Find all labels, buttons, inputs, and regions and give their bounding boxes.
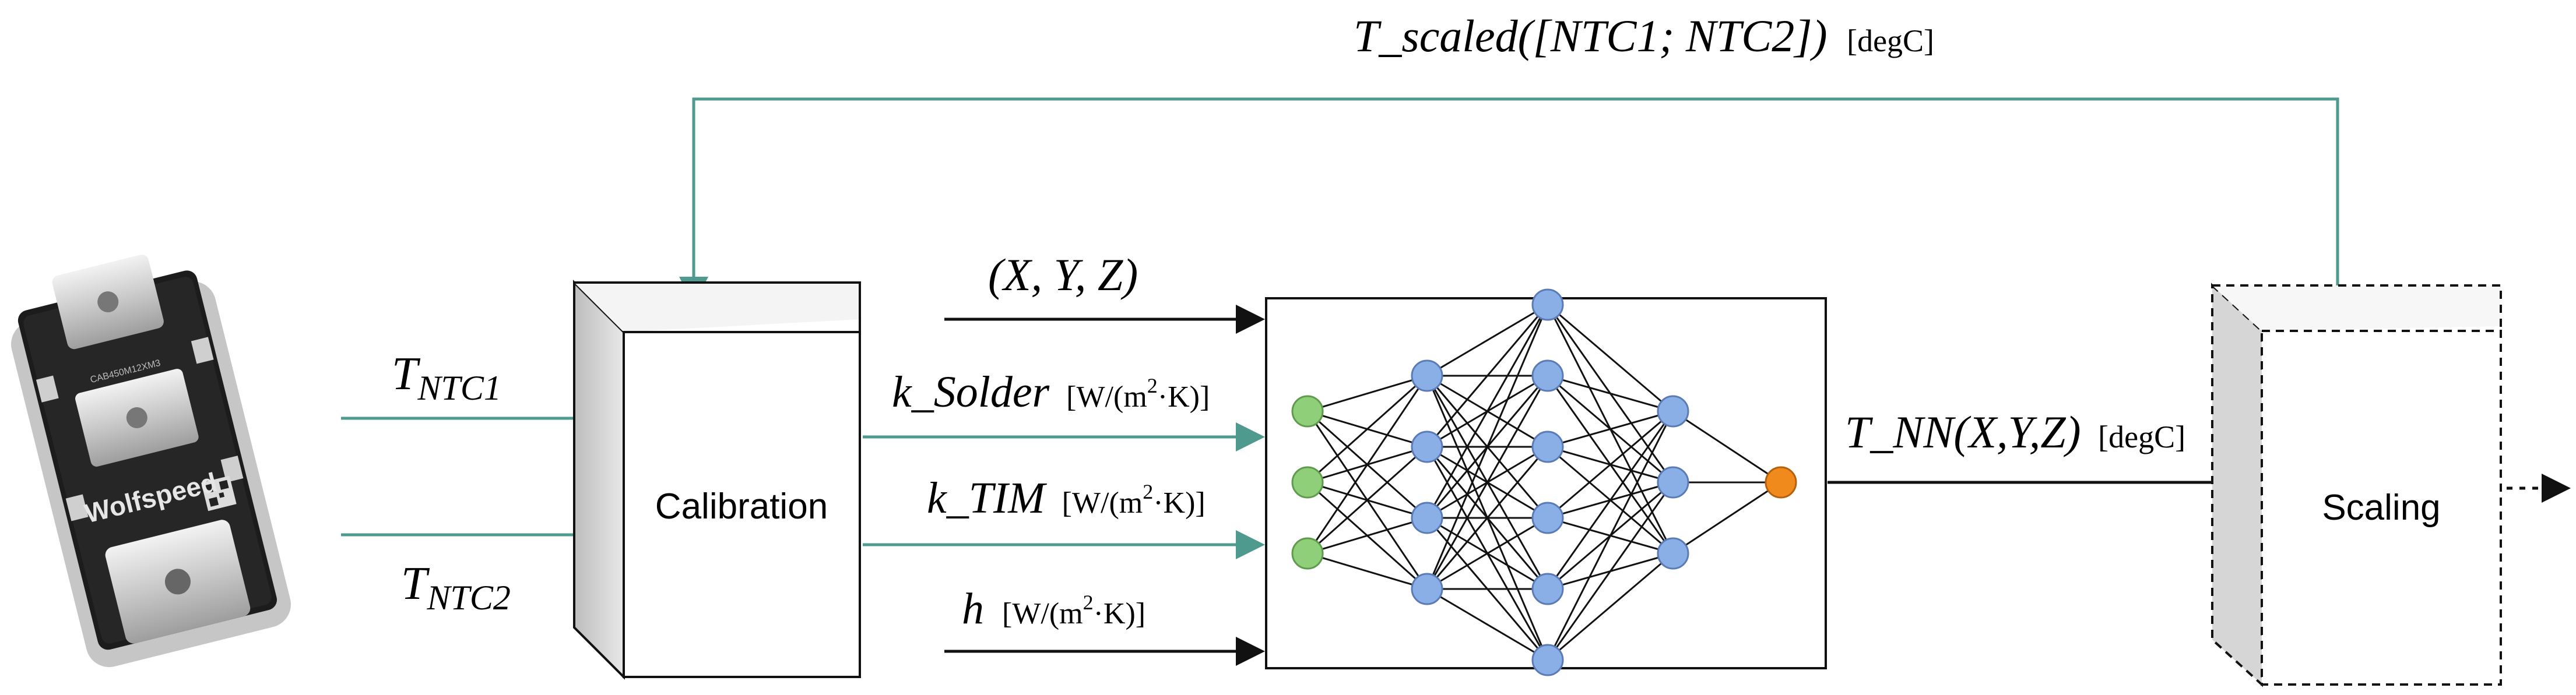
nn-hidden-node	[1531, 359, 1564, 392]
nn-edge	[1426, 304, 1549, 590]
nn-edge	[1547, 411, 1674, 590]
xyz-label: (X, Y, Z)	[988, 249, 1138, 300]
power-module-image: CAB450M12XM3 Wolfspeed	[11, 255, 291, 668]
nn-hidden-node	[1531, 573, 1564, 605]
nn-input-node	[1291, 395, 1324, 428]
nn-edge	[1547, 375, 1674, 412]
nn-edge	[1307, 375, 1428, 412]
calibration-label: Calibration	[655, 486, 828, 527]
feedback-connector	[679, 97, 2339, 309]
k-solder-label: k_Solder [W/(m2·K)]	[892, 368, 1210, 417]
nn-edge	[1426, 304, 1549, 447]
nn-hidden-node	[1411, 502, 1443, 534]
nn-hidden-node	[1531, 288, 1564, 321]
nn-edge	[1547, 410, 1674, 519]
nn-edge	[1426, 517, 1548, 590]
nn-edge	[1307, 552, 1428, 590]
nn-edge	[1426, 446, 1549, 590]
nn-edge	[1547, 482, 1674, 661]
nn-hidden-node	[1531, 431, 1564, 463]
nn-edge	[1306, 375, 1428, 554]
nn-hidden-node	[1531, 502, 1564, 534]
nn-edge	[1672, 410, 1781, 484]
nn-edge	[1426, 588, 1548, 661]
nn-input-node	[1291, 466, 1324, 499]
nn-edge	[1426, 375, 1549, 590]
nn-edge	[1426, 304, 1549, 518]
neural-network-nodes	[1291, 288, 1797, 676]
nn-hidden-node	[1657, 537, 1689, 570]
nn-edge	[1426, 304, 1548, 377]
nn-output-node	[1765, 466, 1797, 499]
nn-hidden-node	[1657, 466, 1689, 499]
nn-edge	[1307, 446, 1428, 555]
h-label: h [W/(m2·K)]	[962, 584, 1145, 633]
neural-network-edges	[1306, 304, 1781, 661]
ntc1-label: TNTC1	[392, 348, 501, 407]
nn-edge	[1307, 375, 1428, 484]
nn-edge	[1547, 552, 1674, 661]
scaling-label: Scaling	[2322, 488, 2440, 528]
nn-edge	[1672, 481, 1781, 555]
nn-edge	[1547, 304, 1674, 412]
nn-edge	[1547, 411, 1674, 661]
nn-hidden-node	[1657, 395, 1689, 428]
nn-edge	[1547, 410, 1674, 448]
feedback-label: T_scaled([NTC1; NTC2]) [degC]	[1354, 10, 1934, 61]
k-tim-label: k_TIM [W/(m2·K)]	[927, 474, 1206, 523]
nn-edge	[1307, 517, 1428, 555]
nn-hidden-node	[1411, 573, 1443, 605]
output-label: T_NN(X,Y,Z) [degC]	[1845, 407, 2185, 457]
calibration-box: Calibration	[573, 280, 861, 680]
ntc2-label: TNTC2	[401, 558, 511, 617]
nn-input-node	[1291, 537, 1324, 570]
nn-hidden-node	[1411, 431, 1443, 463]
nn-hidden-node	[1531, 644, 1564, 676]
scaling-box: Scaling	[2211, 283, 2502, 687]
nn-hidden-node	[1411, 359, 1443, 392]
